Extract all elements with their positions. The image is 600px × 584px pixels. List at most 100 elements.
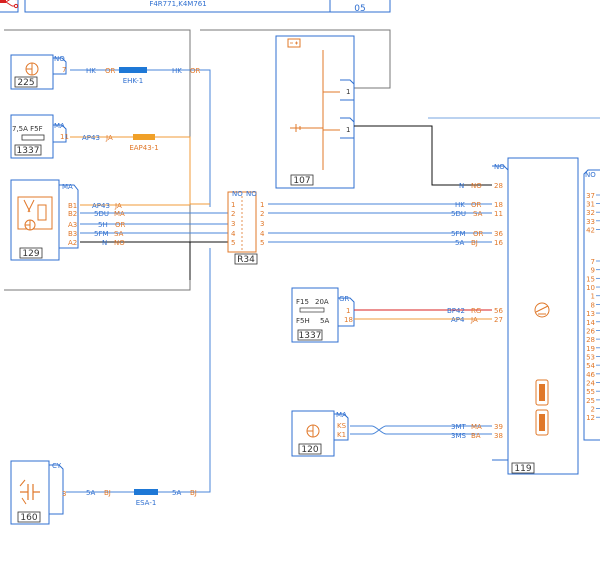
r34-pin-1a: 1 xyxy=(231,201,235,209)
splice-esa xyxy=(134,489,158,495)
right-pin-8: 8 xyxy=(591,301,595,309)
pin-119-56: 56 xyxy=(494,307,503,315)
r34-pin-5b: 5 xyxy=(260,239,264,247)
r34-pin-3a: 3 xyxy=(231,220,235,228)
pin-107-a: 1 xyxy=(346,88,350,96)
capacitor-icon xyxy=(19,479,40,505)
pin-120-ks: KS xyxy=(337,422,347,430)
wire-5a-c: 5A xyxy=(455,239,464,247)
wire-3ms: 3MS xyxy=(451,432,466,440)
pin-129-a3: A3 xyxy=(68,221,77,229)
right-pin-55: 55 xyxy=(586,388,595,396)
fuse-f15: F15 xyxy=(296,298,309,306)
ground-icon xyxy=(290,124,323,132)
code-r34: R34 xyxy=(237,255,255,265)
wires-r34-to-119: HK OR 5DU SA 5FM OR 5A BJ xyxy=(268,201,492,247)
component-107: 1 1 107 N NO xyxy=(200,29,600,190)
splice-eap-label: EAP43-1 xyxy=(129,144,158,152)
connector-1337-top: MA xyxy=(54,122,65,130)
component-1337-fuse-f15: F15 20A F5H 5A 1337 GR 1 18 BP42 RG AP4 … xyxy=(291,287,492,343)
component-129: 129 MA B1 B2 A3 B3 A2 xyxy=(10,179,79,261)
wire-rg: RG xyxy=(471,307,481,315)
r34-pin-2b: 2 xyxy=(260,210,264,218)
connector-1337-bottom: GR xyxy=(339,295,349,303)
connector-160: CY xyxy=(52,462,62,470)
wire-1337-top: AP43 JA EAP43-1 xyxy=(70,134,210,205)
wire-ap43: AP43 xyxy=(82,134,100,142)
wire-no-b: NO xyxy=(471,182,482,190)
pin-160: 3 xyxy=(62,490,66,498)
component-1337-fuse-f5f: 7,5A F5F 1337 MA 11 xyxy=(10,114,69,159)
pin-129-a2: A2 xyxy=(68,239,77,247)
r34-pin-5a: 5 xyxy=(231,239,235,247)
splice-eap xyxy=(133,134,155,140)
pin-119-36: 36 xyxy=(494,230,503,238)
wire-5a-a: 5A xyxy=(86,489,95,497)
wire-sa: SA xyxy=(114,230,124,238)
wire-sa-b: SA xyxy=(473,210,483,218)
wire-no: NO xyxy=(114,239,125,247)
code-129: 129 xyxy=(22,249,39,259)
injector-icon xyxy=(535,379,549,436)
right-pin-31: 31 xyxy=(586,201,595,209)
right-pin-13: 13 xyxy=(586,310,595,318)
pin-129-b2: B2 xyxy=(68,210,77,218)
wire-ma: MA xyxy=(114,210,125,218)
wire-5h: 5H xyxy=(98,221,108,229)
wire-ap43-b: AP43 xyxy=(92,202,110,210)
splice-esa-label: ESA-1 xyxy=(136,499,157,507)
wire-bj-a: BJ xyxy=(104,489,111,497)
fuse-f5h-rating: 5A xyxy=(320,317,329,325)
right-pin-12: 12 xyxy=(586,414,595,422)
wire-or-a: OR xyxy=(105,67,116,75)
r34-pin-2a: 2 xyxy=(231,210,235,218)
wire-hk-c: HK xyxy=(455,201,465,209)
pin-1337-18: 18 xyxy=(344,316,353,324)
wire-5du-b: 5DU xyxy=(451,210,466,218)
right-pin-37: 37 xyxy=(586,192,595,200)
right-pin-15: 15 xyxy=(586,275,595,283)
sensor-icon xyxy=(306,424,320,438)
fuse-icon xyxy=(21,134,45,141)
r34-pin-4b: 4 xyxy=(260,230,265,238)
right-pin-33: 33 xyxy=(586,218,595,226)
pin-119-27: 27 xyxy=(494,316,503,324)
module-icon xyxy=(17,196,53,231)
right-pin-2: 2 xyxy=(591,406,595,414)
wire-bj-b: BJ xyxy=(190,489,197,497)
right-pin-26: 26 xyxy=(586,327,595,335)
fuse-f5h: F5H xyxy=(296,317,310,325)
pin-129-b3: B3 xyxy=(68,230,77,238)
code-1337-top: 1337 xyxy=(17,146,40,156)
code-1337-bottom: 1337 xyxy=(299,331,322,341)
splice-ehk xyxy=(119,67,147,73)
wire-ja: JA xyxy=(105,134,113,142)
wire-hk-a: HK xyxy=(86,67,96,75)
connector-129: MA xyxy=(62,183,73,191)
splice-ehk-label: EHK-1 xyxy=(123,77,144,85)
ecu-icon xyxy=(534,302,550,318)
fuse-icon xyxy=(299,307,325,313)
right-pin-32: 32 xyxy=(586,209,595,217)
right-pin-24: 24 xyxy=(586,380,595,388)
wire-ba: BA xyxy=(471,432,481,440)
code-120: 120 xyxy=(301,445,318,455)
component-119: NO 28 18 11 36 16 56 27 39 38 119 xyxy=(492,157,579,475)
wire-or-c: OR xyxy=(115,221,126,229)
connector-225: NO xyxy=(54,55,65,63)
fuse-label: 7,5A F5F xyxy=(12,125,43,133)
wire-bp42: BP42 xyxy=(447,307,465,315)
right-pin-7: 7 xyxy=(591,258,595,266)
r34-pin-1b: 1 xyxy=(260,201,264,209)
right-pin-1: 1 xyxy=(591,293,595,301)
page-number: 05 xyxy=(354,4,365,14)
right-pin-10: 10 xyxy=(586,284,595,292)
pin-119-28: 28 xyxy=(494,182,503,190)
right-pin-14: 14 xyxy=(586,319,595,327)
right-pin-28: 28 xyxy=(586,336,595,344)
wire-225: HK OR HK OR EHK-1 xyxy=(70,67,211,207)
wire-160: 5A BJ 5A BJ ESA-1 xyxy=(66,248,211,507)
wire-or-d: OR xyxy=(471,201,482,209)
